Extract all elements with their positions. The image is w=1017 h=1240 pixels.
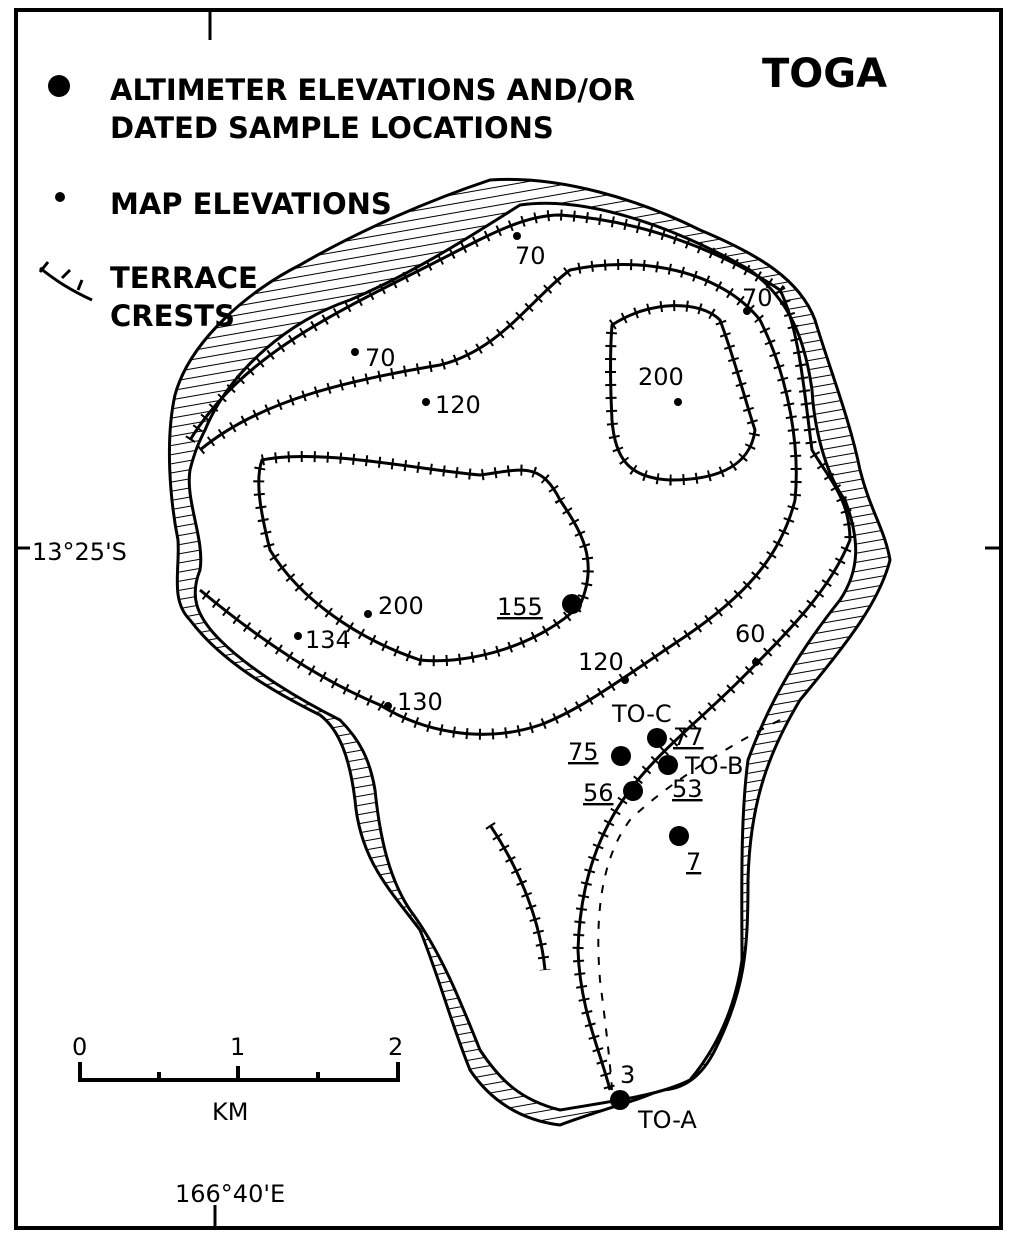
sample-label-to-c: TO-C <box>611 700 672 728</box>
scale-tick-1: 1 <box>230 1033 245 1061</box>
elevation-label: 200 <box>378 592 424 620</box>
elevation-label: 120 <box>578 648 624 676</box>
elevation-label: 3 <box>620 1061 635 1089</box>
terrace-crest-icon <box>38 261 93 302</box>
altimeter-label: 53 <box>672 775 703 803</box>
elevation-label: 60 <box>735 620 766 648</box>
altimeter-label: 155 <box>497 593 543 621</box>
scale-bar: 0 1 2 KM <box>72 1033 403 1126</box>
island-interior <box>187 201 858 1112</box>
map-elevations: 70 70 70 120 200 200 134 130 120 60 3 <box>294 232 773 1089</box>
elevation-label: 134 <box>305 626 351 654</box>
altimeter-label: 75 <box>568 738 599 766</box>
minor-crest-dashed <box>597 719 781 1091</box>
altimeter-label: 7 <box>686 848 701 876</box>
terrace-crest-gully <box>485 821 551 971</box>
map-elevation-dot-icon <box>55 192 65 202</box>
legend-altimeter-label-2: DATED SAMPLE LOCATIONS <box>110 111 554 145</box>
legend-map-elevations-label: MAP ELEVATIONS <box>110 187 392 221</box>
longitude-label: 166°40'E <box>175 1180 285 1208</box>
altimeter-label: 56 <box>583 779 614 807</box>
elevation-label: 70 <box>515 242 546 270</box>
elevation-label: 70 <box>365 344 396 372</box>
elevation-label: 130 <box>397 688 443 716</box>
legend-terrace-label-2: CRESTS <box>110 299 235 333</box>
latitude-label: 13°25'S <box>32 538 127 566</box>
altimeter-label: 77 <box>673 723 704 751</box>
scale-tick-0: 0 <box>72 1033 87 1061</box>
altimeter-dot-icon <box>48 75 70 97</box>
terrace-crest-120 <box>196 258 802 740</box>
terrace-crest-summit <box>605 300 761 486</box>
legend-terrace-label: TERRACE <box>110 261 258 295</box>
terrace-crest-outer <box>185 209 856 1092</box>
elevation-label: 200 <box>638 363 684 391</box>
scale-tick-2: 2 <box>388 1033 403 1061</box>
elevation-label: 120 <box>435 391 481 419</box>
map-title: TOGA <box>762 51 887 97</box>
altimeter-points: 155 75 77 56 53 7 <box>497 593 704 1110</box>
legend-altimeter-label: ALTIMETER ELEVATIONS AND/OR <box>110 73 635 107</box>
sample-label-to-b: TO-B <box>684 752 744 780</box>
elevation-label: 70 <box>742 284 773 312</box>
sample-label-to-a: TO-A <box>637 1106 697 1134</box>
map-border <box>14 8 1003 1230</box>
scale-unit: KM <box>212 1098 248 1126</box>
